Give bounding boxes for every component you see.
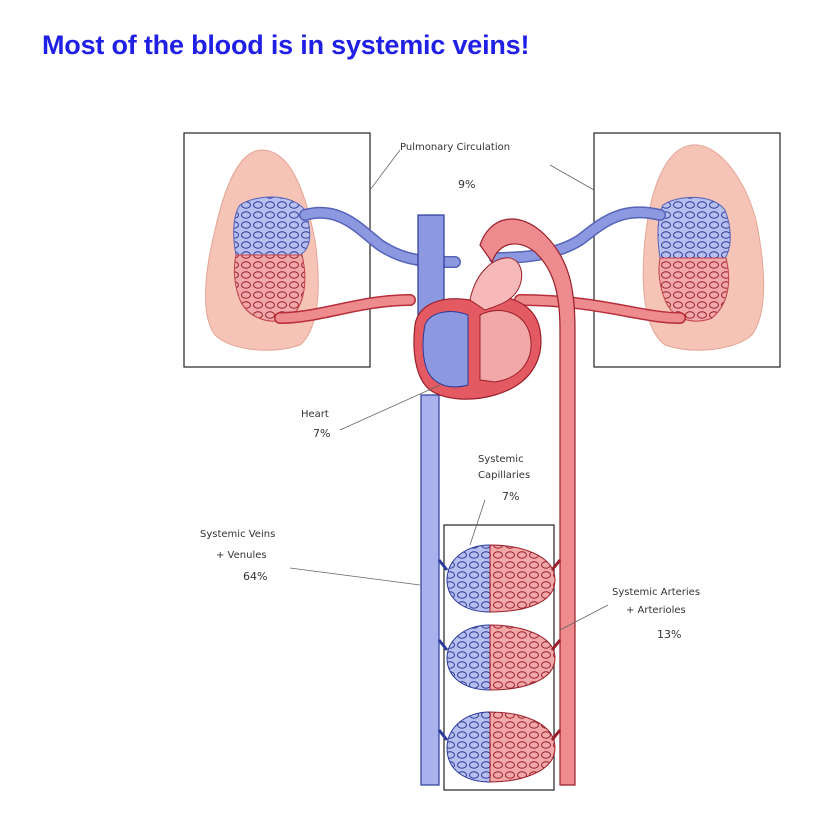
label-arteries-pct: 13% xyxy=(657,628,681,641)
label-arteries-line2: + Arterioles xyxy=(626,605,686,616)
label-pulmonary-name: Pulmonary Circulation xyxy=(400,142,510,153)
label-veins-pct: 64% xyxy=(243,570,267,583)
leader-lines xyxy=(289,149,609,631)
label-capillaries-line1: Systemic xyxy=(478,454,524,465)
systemic-capillaries-box xyxy=(437,524,562,791)
label-arteries-line1: Systemic Arteries xyxy=(612,587,700,598)
label-heart-pct: 7% xyxy=(313,427,330,440)
capillary-bed-1 xyxy=(446,544,556,613)
label-capillaries-pct: 7% xyxy=(502,490,519,503)
label-capillaries-line2: Capillaries xyxy=(478,470,530,481)
capillary-bed-3 xyxy=(446,711,556,783)
right-lung xyxy=(593,132,781,368)
label-veins-line2: + Venules xyxy=(216,550,267,561)
slide-title: Most of the blood is in systemic veins! xyxy=(42,30,530,60)
label-pulmonary-pct: 9% xyxy=(458,178,475,191)
label-veins-line1: Systemic Veins xyxy=(200,529,275,540)
heart xyxy=(413,257,542,400)
label-heart-name: Heart xyxy=(301,409,329,420)
left-lung xyxy=(183,132,371,368)
capillary-bed-2 xyxy=(446,624,556,691)
great-vessels xyxy=(417,214,576,786)
